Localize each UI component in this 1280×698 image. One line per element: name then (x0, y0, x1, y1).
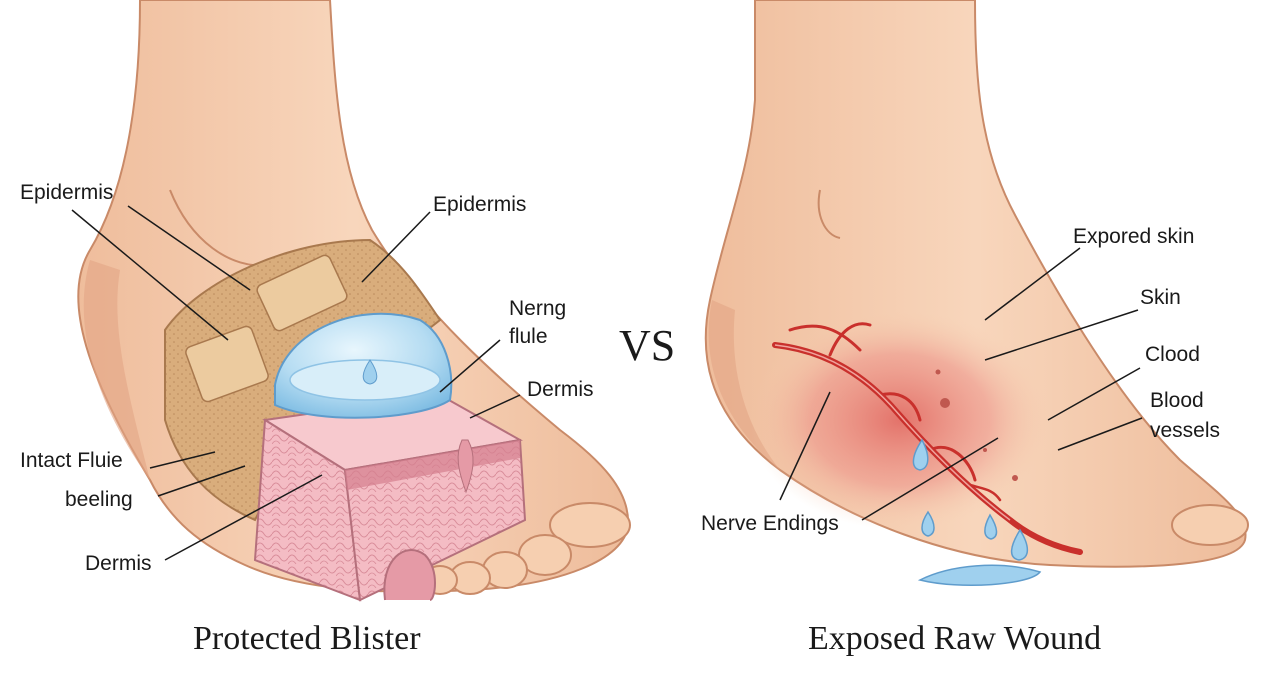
right-leader-lines (779, 247, 1143, 521)
left-heel-shadow (83, 260, 150, 480)
right-foot (704, 0, 1249, 587)
right-heel-shadow (708, 300, 780, 470)
label-clood: Clood (1145, 343, 1200, 366)
right-ankle-line (817, 189, 841, 239)
label-nerng-line2: flule (509, 325, 548, 348)
vessel-loop (383, 549, 436, 601)
vs-label: VS (619, 321, 676, 370)
label-dermis-top: Dermis (527, 378, 594, 401)
label-blood-line1: Blood (1150, 389, 1204, 412)
bandage-pad-top (256, 254, 348, 332)
label-epidermis-left: Epidermis (20, 181, 114, 204)
left-foot (77, 0, 631, 602)
bandage-pad-side (185, 325, 269, 403)
label-dermis-bottom: Dermis (85, 552, 152, 575)
label-expored-skin: Expored skin (1073, 225, 1195, 248)
caption-exposed-raw-wound: Exposed Raw Wound (808, 620, 1102, 657)
label-nerve-endings: Nerve Endings (701, 512, 839, 535)
nerve-dots (935, 369, 1018, 481)
vessel-highlight (774, 344, 1011, 521)
right-big-toe (1171, 504, 1249, 546)
fluid-drops (912, 438, 1042, 587)
label-skin: Skin (1140, 286, 1181, 309)
blister-droplet (362, 359, 378, 385)
label-blood-line2: vessels (1150, 419, 1221, 442)
caption-protected-blister: Protected Blister (193, 620, 421, 657)
label-nerng-line1: Nerng (509, 297, 567, 320)
label-intact-fluie: Intact Fluie (20, 449, 123, 472)
left-leader-lines (71, 205, 521, 561)
dermis-droplet (457, 439, 474, 494)
label-beeling: beeling (65, 488, 133, 511)
epidermis-band (345, 440, 520, 490)
label-epidermis-right: Epidermis (433, 193, 527, 216)
